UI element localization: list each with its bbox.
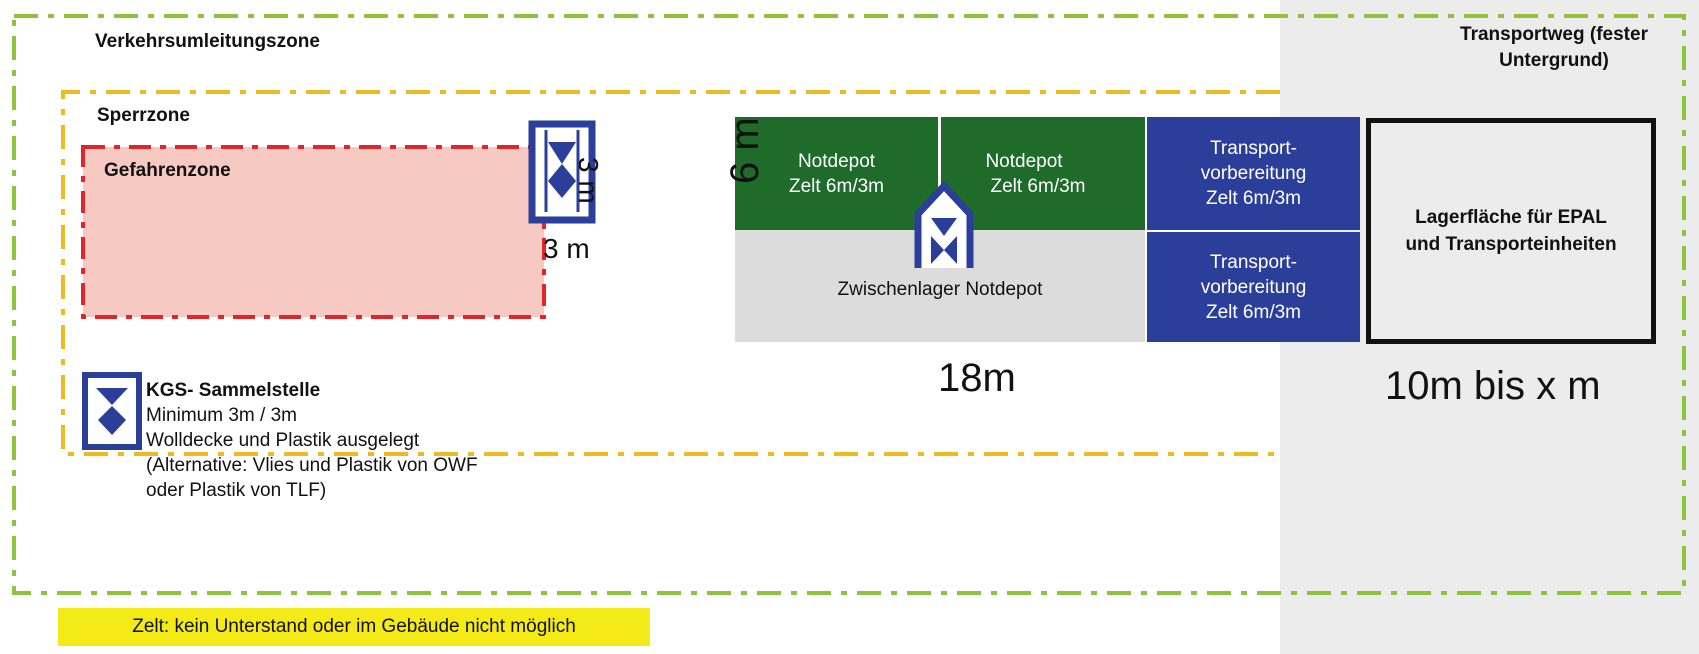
zwischenlager-label: Zwischenlager Notdepot	[837, 279, 1043, 300]
storage-width-dim: 10m bis x m	[1385, 364, 1601, 408]
tent-line: Zelt 6m/3m	[1205, 188, 1302, 209]
storage-area: Lagerfläche für EPAL und Transporteinhei…	[1366, 118, 1656, 344]
restricted-zone-label: Sperrzone	[97, 105, 190, 126]
tent-line: vorbereitung	[1200, 163, 1307, 184]
transport-route-label: Transportweg (fester Untergrund)	[1460, 24, 1648, 71]
tent-line: Zelt 6m/3m	[788, 175, 885, 197]
tent-line: Transport-	[1210, 251, 1297, 273]
tent-row-width-dim: 18m	[938, 356, 1016, 400]
tent-line: Zelt 6m/3m	[990, 175, 1086, 197]
tent-note-text: Zelt: kein Unterstand oder im Gebäude ni…	[132, 616, 576, 637]
traffic-diversion-label: Verkehrsumleitungszone	[95, 31, 320, 52]
transport-prep-tent-1: Transport- vorbereitung Zelt 6m/3m	[1147, 117, 1360, 230]
tent-line: Notdepot	[797, 150, 876, 172]
tent-note: Zelt: kein Unterstand oder im Gebäude ni…	[58, 608, 650, 646]
collection-point-line: oder Plastik von TLF)	[146, 480, 327, 501]
tent-line: Notdepot	[985, 150, 1063, 172]
collection-point-title: KGS- Sammelstelle	[146, 380, 321, 401]
collection-point-line: (Alternative: Vlies und Plastik von OWF	[146, 455, 478, 476]
transport-prep-tent-2: Transport- vorbereitung Zelt 6m/3m	[1147, 232, 1360, 342]
kgs-protection-sign-icon	[82, 372, 142, 450]
tent-line: Transport-	[1210, 138, 1297, 159]
icon-width-dim: 3 m	[543, 233, 590, 264]
collection-point-line: Wolldecke und Plastik ausgelegt	[146, 430, 420, 451]
collection-point-line: Minimum 3m / 3m	[146, 405, 297, 426]
icon-height-dim: 3 m	[573, 157, 604, 204]
tent-height-dim: 6 m	[723, 117, 767, 184]
danger-zone-label: Gefahrenzone	[104, 160, 231, 181]
collection-point-text: KGS- Sammelstelle Minimum 3m / 3m Wollde…	[146, 378, 478, 503]
tent-line: vorbereitung	[1200, 276, 1307, 298]
storage-line: Lagerfläche für EPAL	[1415, 207, 1607, 228]
emergency-depot-tent-2: Notdepot Zelt 6m/3m	[941, 117, 1145, 230]
tent-line: Zelt 6m/3m	[1205, 301, 1302, 323]
storage-line: und Transporteinheiten	[1405, 234, 1617, 255]
